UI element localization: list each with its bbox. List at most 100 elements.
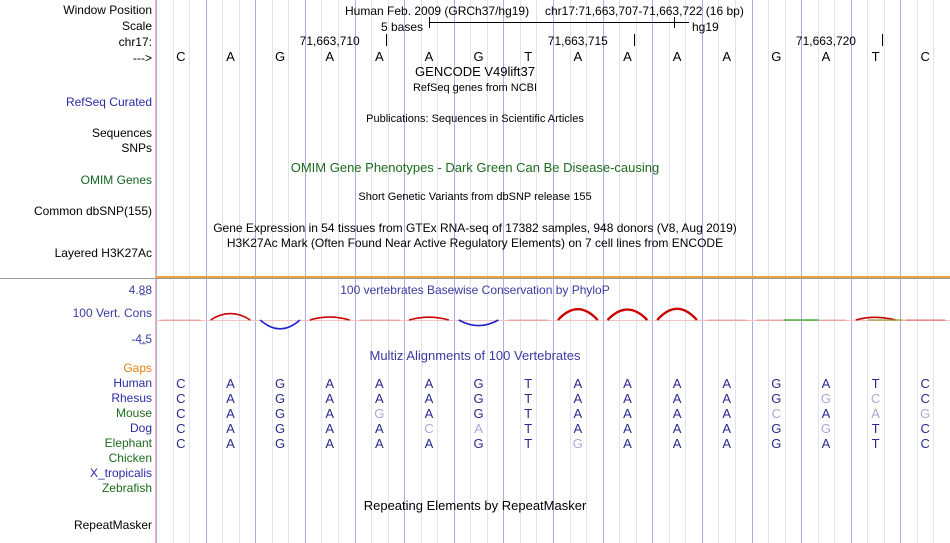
ruler-tick-mark [386,34,387,46]
alignment-base: A [672,436,682,451]
alignment-base: G [473,406,484,421]
alignment-base: A [374,421,384,436]
label-gaps[interactable]: Gaps [123,361,152,375]
alignment-base: T [871,436,880,451]
alignment-base: A [623,421,632,436]
label-repeatmasker[interactable]: RepeatMasker [73,518,152,532]
alignment-base: C [176,406,186,421]
alignment-base: A [821,376,831,391]
alignment-base: G [473,436,484,451]
alignment-base: A [672,421,682,436]
label-omim-genes[interactable]: OMIM Genes [80,173,152,187]
alignment-base: A [325,406,335,421]
title-phylop: 100 vertebrates Basewise Conservation by… [340,283,610,297]
cons-axis-max-tick: _ [140,284,147,296]
alignment-base: A [722,391,732,406]
alignment-base: G [275,421,286,436]
title-refseq-ncbi: RefSeq genes from NCBI [412,82,538,94]
title-dbsnp: Short Genetic Variants from dbSNP releas… [358,191,592,203]
alignment-base: A [226,406,235,421]
conservation-zero-line [156,320,950,321]
alignment-base: A [871,406,880,421]
alignment-base: C [771,406,781,421]
alignment-base: G [473,391,484,406]
alignment-base: A [722,376,732,391]
ruler-tick-mark [634,34,635,46]
track-divider-line [0,278,950,279]
label-refseq-curated[interactable]: RefSeq Curated [65,95,152,109]
alignment-base: G [275,436,286,451]
species-label-mouse[interactable]: Mouse [115,406,152,420]
alignment-base: C [176,376,186,391]
alignment-base: T [871,376,880,391]
species-label-elephant[interactable]: Elephant [104,436,152,450]
conservation-bar [210,312,251,321]
ruler-tick-label: 71,663,710 [299,34,360,48]
species-label-human[interactable]: Human [113,376,152,390]
alignment-base: A [623,436,632,451]
alignment-base: A [374,376,384,391]
title-repeatmasker: Repeating Elements by RepeatMasker [363,498,587,513]
species-label-rhesus[interactable]: Rhesus [111,391,152,405]
title-gencode: GENCODE V49lift37 [415,64,535,79]
cons-axis-min: -4.5 [131,332,152,346]
label-snps[interactable]: SNPs [121,141,152,155]
left-edge-marker-line [155,0,156,543]
alignment-base: T [524,376,533,391]
species-label-chicken[interactable]: Chicken [108,451,152,465]
alignment-base: G [275,406,286,421]
conservation-plot [160,307,946,330]
title-gtex: Gene Expression in 54 tissues from GTEx … [213,221,737,235]
alignment-base: A [374,391,384,406]
base-letter: A [424,49,434,64]
ruler-tick-mark [882,34,883,46]
alignment-row [0,467,950,481]
base-letter: A [672,49,682,64]
alignment-base: C [920,391,930,406]
species-label-zebrafish[interactable]: Zebrafish [101,481,152,495]
alignment-base: G [275,391,286,406]
base-letter: A [821,49,831,64]
scale-label: 5 bases [381,20,424,34]
conservation-bar [259,319,301,330]
conservation-bar [309,316,350,321]
alignment-base: A [821,436,831,451]
alignment-base: A [424,406,434,421]
conservation-bar [855,316,896,321]
base-letter: A [226,49,235,64]
base-letter: C [920,49,930,64]
label-layered-h3k27ac[interactable]: Layered H3K27Ac [54,246,152,260]
alignment-base: G [920,406,931,421]
alignment-base: A [226,391,235,406]
cons-axis-max: 4.88 [128,283,152,297]
alignment-base: A [573,376,583,391]
label-sequences[interactable]: Sequences [91,126,152,140]
alignment-base: G [771,391,782,406]
alignment-base: A [573,406,583,421]
species-label-dog[interactable]: Dog [129,421,152,435]
base-letter: G [771,49,782,64]
position-readout[interactable]: chr17:71,663,707-71,663,722 (16 bp) [545,4,744,18]
assembly-title: Human Feb. 2009 (GRCh37/hg19) [345,4,530,18]
alignment-base: A [325,376,335,391]
alignment-base: A [226,376,235,391]
alignment-base: A [474,421,483,436]
alignment-base: C [176,391,186,406]
label-scale: Scale [121,19,152,33]
alignment-base: C [870,391,881,406]
label-common-dbsnp[interactable]: Common dbSNP(155) [33,204,152,218]
base-letter: T [871,49,880,64]
species-label-x_tropicalis[interactable]: X_tropicalis [89,466,152,480]
alignment-base: A [424,436,434,451]
base-letter: T [524,49,533,64]
alignment-base: A [722,406,732,421]
alignment-base: C [176,421,186,436]
label-cons-track[interactable]: 100 Vert. Cons [72,306,152,320]
base-letter: G [473,49,484,64]
base-letter: A [325,49,335,64]
